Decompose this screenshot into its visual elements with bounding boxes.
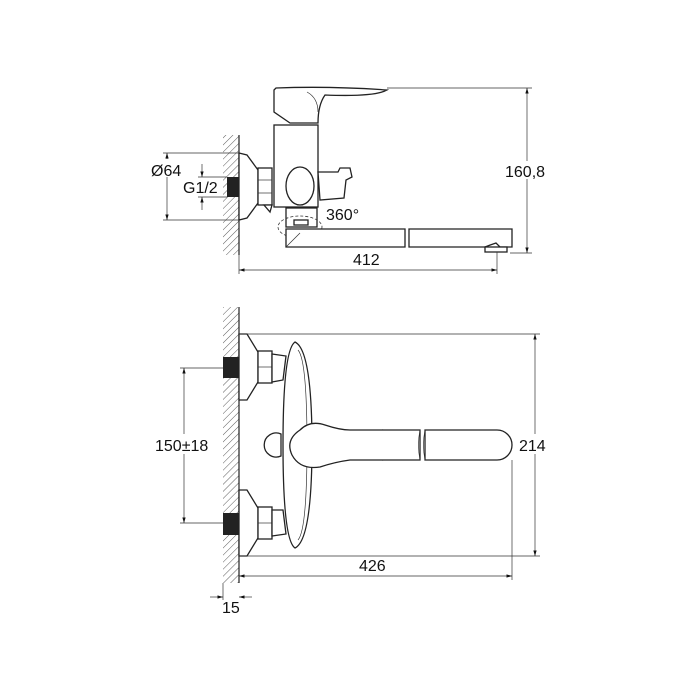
diverter-knob: [263, 432, 282, 458]
thread-insert-top: [223, 357, 239, 378]
spout: [382, 429, 421, 461]
diameter-label: Ø64: [151, 163, 181, 180]
rotation-label: 360°: [326, 207, 359, 224]
diverter-knob: [285, 166, 315, 206]
escutcheon-top: [238, 333, 259, 401]
thread-label: G1/2: [183, 180, 218, 197]
nut: [257, 167, 273, 206]
aerator: [484, 246, 508, 253]
escutcheon-bottom: [238, 489, 259, 557]
spout: [285, 228, 406, 248]
wall-thickness-label: 15: [222, 600, 240, 617]
front-view: 150±18 214 426 15: [154, 307, 552, 617]
height-label: 160,8: [505, 164, 545, 181]
escutcheon: [238, 152, 259, 221]
side-view: 360° Ø64 G1/2 160,8 412: [150, 86, 549, 274]
wall-hatch: [223, 307, 239, 583]
reach-label: 426: [359, 558, 386, 575]
height-label: 214: [519, 438, 546, 455]
lever-handle: [273, 86, 390, 124]
spacing-label: 150±18: [155, 438, 208, 455]
side-button: [317, 167, 353, 201]
reach-label: 412: [353, 252, 380, 269]
thread-insert: [227, 177, 240, 197]
thread-insert-bottom: [223, 513, 239, 535]
spout-lever: [289, 422, 398, 469]
